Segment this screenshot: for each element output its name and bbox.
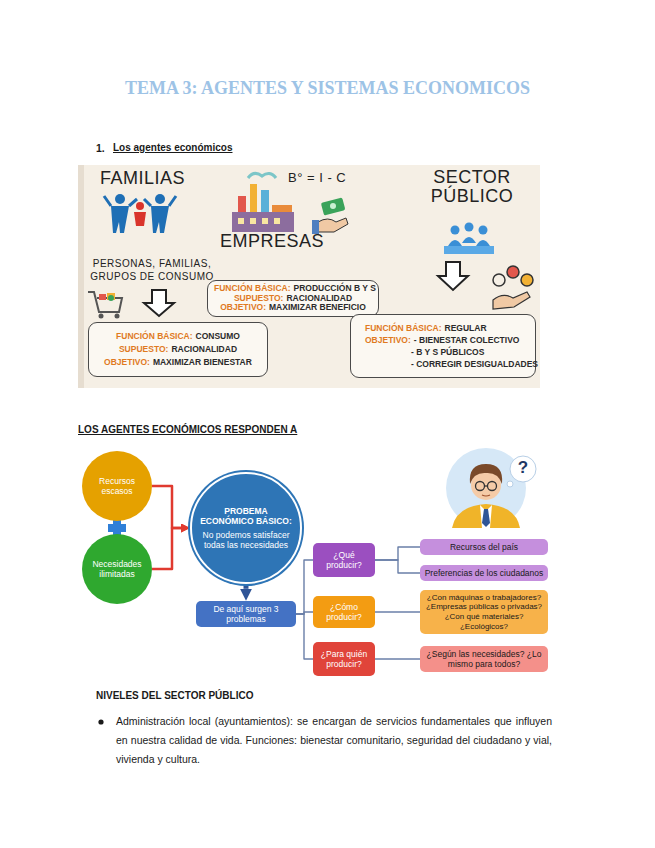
agent-description: PERSONAS, FAMILIAS, GRUPOS DE CONSUMO	[82, 258, 222, 283]
node-text: ¿Qué producir?	[317, 550, 371, 570]
formula: B° = I - C	[288, 171, 346, 185]
field-key: OBJETIVO:	[365, 335, 411, 345]
panel-edge	[78, 165, 84, 388]
answer-box: Recursos del país	[420, 539, 548, 555]
field-value: MAXIMIZAR BIENESTAR	[153, 357, 252, 367]
node-text: De aquí surgen 3 problemas	[200, 604, 292, 624]
node-text: ¿Para quién producir?	[317, 649, 371, 669]
connector	[296, 560, 313, 614]
field-value: RACIONALIDAD	[286, 293, 352, 303]
node-text: ¿Según las necesidades? ¿Lo mismo para t…	[424, 649, 544, 669]
node-text: Necesidades ilimitadas	[89, 559, 145, 579]
field-value: RACIONALIDAD	[171, 344, 237, 354]
field-value: REGULAR	[445, 323, 487, 333]
node-text: Recursos del país	[424, 542, 544, 552]
text-row: SUPUESTO:RACIONALIDAD	[214, 294, 372, 304]
text-row: FUNCIÓN BÁSICA:PRODUCCIÓN B Y S	[214, 284, 372, 294]
node-text: ¿Cómo producir?	[317, 602, 371, 622]
field-key: FUNCIÓN BÁSICA:	[365, 323, 442, 333]
text-row: OBJETIVO:- BIENESTAR COLECTIVO	[365, 334, 527, 346]
field-key: FUNCIÓN BÁSICA:	[214, 283, 291, 293]
text-row: - B Y S PÚBLICOS	[365, 346, 527, 358]
panel-ground	[78, 165, 540, 388]
section-number: 1.	[96, 142, 105, 154]
problem-circle: PROBEMA ECONÓMICO BÁSICO: No podemos sati…	[190, 472, 302, 584]
node-text: Recursos escasos	[91, 476, 143, 496]
node-text: Preferencias de los ciudadanos	[424, 568, 544, 578]
field-key: OBJETIVO:	[104, 357, 150, 367]
answer-box: Preferencias de los ciudadanos	[420, 565, 548, 581]
factory-icon	[232, 173, 294, 232]
needs-circle: Necesidades ilimitadas	[82, 534, 152, 604]
text-row: SUPUESTO:RACIONALIDAD	[97, 343, 259, 356]
text-row: - CORREGIR DESIGUALDADES	[365, 358, 527, 370]
section-heading: NIVELES DEL SECTOR PÚBLICO	[96, 690, 253, 701]
connector	[375, 547, 420, 560]
person-illustration	[446, 448, 536, 528]
info-bubble: FUNCIÓN BÁSICA:REGULAROBJETIVO:- BIENEST…	[350, 314, 536, 378]
agent-heading: EMPRESAS	[220, 232, 316, 251]
process-box: De aquí surgen 3 problemas	[196, 601, 296, 627]
text-row: FUNCIÓN BÁSICA:REGULAR	[365, 322, 527, 334]
down-arrow	[144, 290, 174, 316]
answer-box: ¿Según las necesidades? ¿Lo mismo para t…	[420, 646, 548, 672]
bullet	[98, 719, 103, 724]
cart-icon	[88, 292, 122, 319]
section-heading: Los agentes económicos	[113, 142, 232, 153]
question-mark: ?	[513, 458, 533, 478]
question-box: ¿Cómo producir?	[313, 596, 375, 628]
resource-circle: Recursos escasos	[82, 451, 152, 521]
public-sector-icon	[444, 223, 494, 255]
node-text: ¿Con máquinas o trabajadores? ¿Empresas …	[424, 593, 544, 631]
agent-heading: FAMILIAS	[100, 169, 184, 188]
field-key: FUNCIÓN BÁSICA:	[116, 331, 193, 341]
body-paragraph: Administración local (ayuntamientos): se…	[116, 712, 552, 769]
connector	[244, 584, 249, 589]
connector	[152, 528, 181, 569]
list-item: - CORREGIR DESIGUALDADES	[411, 358, 538, 370]
connector	[296, 614, 313, 659]
down-arrow	[438, 262, 468, 290]
field-value: PRODUCCIÓN B Y S	[294, 283, 376, 293]
node-text: No podemos satisfacer todas las necesida…	[200, 530, 292, 550]
connector	[152, 486, 181, 528]
connector	[375, 560, 420, 573]
coins-hand-icon	[493, 266, 533, 309]
field-value: CONSUMO	[196, 331, 240, 341]
text-row: OBJETIVO:MAXIMIZAR BENEFICIO	[214, 303, 372, 313]
connector	[375, 658, 420, 659]
text-row: OBJETIVO:MAXIMIZAR BIENESTAR	[97, 356, 259, 369]
field-key: SUPUESTO:	[234, 293, 283, 303]
list-item: - B Y S PÚBLICOS	[411, 346, 484, 358]
text-row: FUNCIÓN BÁSICA:CONSUMO	[97, 330, 259, 343]
info-bubble: FUNCIÓN BÁSICA:PRODUCCIÓN B Y SSUPUESTO:…	[207, 280, 379, 317]
question-box: ¿Qué producir?	[313, 543, 375, 577]
question-box: ¿Para quién producir?	[313, 642, 375, 676]
agent-heading: SECTOR PÚBLICO	[424, 168, 520, 206]
page-title: TEMA 3: AGENTES Y SISTEMAS ECONOMICOS	[0, 78, 655, 99]
answer-box: ¿Con máquinas o trabajadores? ¿Empresas …	[420, 590, 548, 634]
field-value: - BIENESTAR COLECTIVO	[414, 335, 520, 345]
field-value: MAXIMIZAR BENEFICIO	[269, 302, 366, 312]
money-icon	[312, 197, 348, 234]
field-key: OBJETIVO:	[220, 302, 266, 312]
info-bubble: FUNCIÓN BÁSICA:CONSUMOSUPUESTO:RACIONALI…	[88, 322, 268, 377]
family-icon	[104, 194, 176, 233]
field-key: SUPUESTO:	[119, 344, 168, 354]
connector	[375, 611, 420, 612]
section-heading: LOS AGENTES ECONÓMICOS RESPONDEN A	[78, 424, 297, 435]
node-heading: PROBEMA ECONÓMICO BÁSICO:	[200, 506, 292, 526]
